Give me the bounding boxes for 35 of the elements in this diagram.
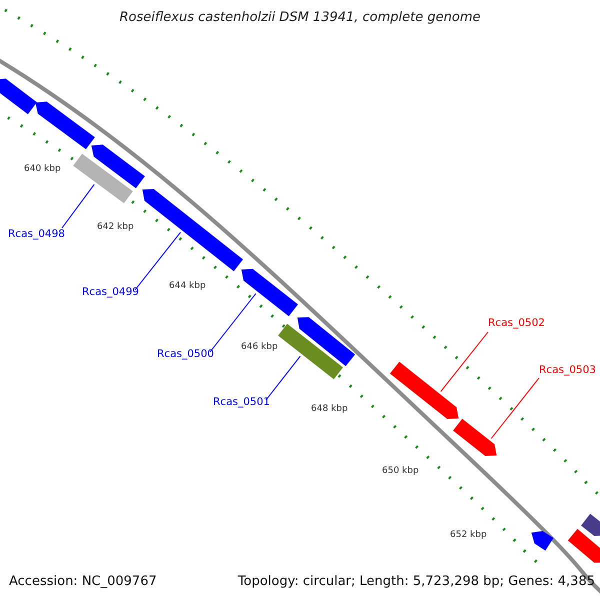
leader-line [490,378,540,439]
gene-label: Rcas_0502 [488,318,545,328]
gene-feature [241,268,298,316]
gene-feature [568,528,600,563]
gene-label: Rcas_0498 [8,229,65,240]
scale-label: 644 kbp [169,282,206,291]
gene-feature [142,189,243,272]
gene-feature [390,362,459,419]
gene-label: Rcas_0500 [157,349,214,360]
gene-feature [35,102,95,150]
gene-feature [581,514,600,536]
scale-label: 640 kbp [24,165,61,174]
leader-line [210,293,256,352]
footer-text: Accession: NC_009767 [9,575,157,588]
gene-label: Rcas_0501 [213,397,270,408]
leader-line [440,332,488,392]
scale-label: 652 kbp [450,531,487,540]
gene-label: Rcas_0503 [539,365,596,376]
gene-feature [91,144,145,188]
scale-label: 642 kbp [97,223,134,232]
gene-label: Rcas_0499 [82,287,139,298]
leader-line [134,232,181,290]
scale-label: 646 kbp [241,343,278,352]
gene-feature [297,317,356,366]
gene-feature [453,418,497,456]
scale-label: 650 kbp [382,467,419,476]
gene-block [278,324,343,380]
footer-text: Topology: circular; Length: 5,723,298 bp; Genes: 4,385 [238,575,595,588]
gene-feature [0,78,37,114]
scale-label: 648 kbp [311,405,348,414]
leader-line [62,184,95,228]
title: Roseiflexus castenholzii DSM 13941, complete genome [120,10,480,25]
leader-line [266,356,301,400]
gene-block [73,154,133,204]
gene-feature [531,530,554,551]
